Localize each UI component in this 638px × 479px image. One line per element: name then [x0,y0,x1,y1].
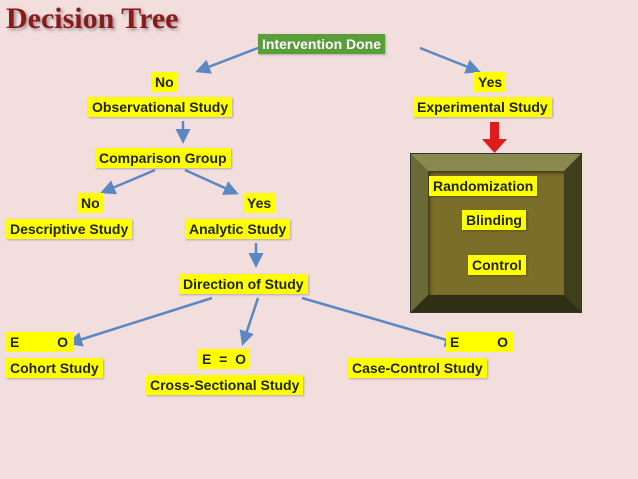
cc-e: E [450,334,460,350]
arrow-comparison-to-no [100,168,156,195]
cohort-e: E [10,334,20,350]
intervention-done-box: Intervention Done [258,34,386,54]
yes-label-mid: Yes [243,193,276,213]
experimental-study-box: Experimental Study [413,97,552,117]
arrow-intervention-to-yes [419,46,481,74]
arrow-comparison-to-yes [184,168,239,195]
cc-o: O [497,334,508,350]
cross-sectional-study-box: Cross-Sectional Study [146,375,304,395]
descriptive-study-box: Descriptive Study [6,219,133,239]
frame-bevel [411,154,581,312]
cohort-e-o-box: E O [6,332,74,352]
control-box: Control [468,255,526,275]
diagram-title: Decision Tree [6,2,179,35]
cohort-o: O [57,334,68,350]
case-control-e-o-box: E O [446,332,514,352]
case-control-study-box: Case-Control Study [348,358,487,378]
blinding-box: Blinding [462,210,526,230]
cohort-study-box: Cohort Study [6,358,103,378]
arrow-intervention-to-no [195,46,259,74]
yes-label-top: Yes [474,72,507,92]
direction-of-study-box: Direction of Study [179,274,308,294]
comparison-group-box: Comparison Group [95,148,231,168]
arrow-direction-to-cross [239,297,260,346]
cross-sectional-eo-box: E = O [198,349,250,369]
no-label-top: No [151,72,178,92]
red-down-arrow [482,122,507,153]
analytic-study-box: Analytic Study [185,219,291,239]
no-label-mid: No [77,193,104,213]
arrow-direction-to-casecontrol [301,296,460,347]
randomization-box: Randomization [429,176,538,196]
observational-study-box: Observational Study [88,97,233,117]
arrow-direction-to-cohort [67,296,213,347]
